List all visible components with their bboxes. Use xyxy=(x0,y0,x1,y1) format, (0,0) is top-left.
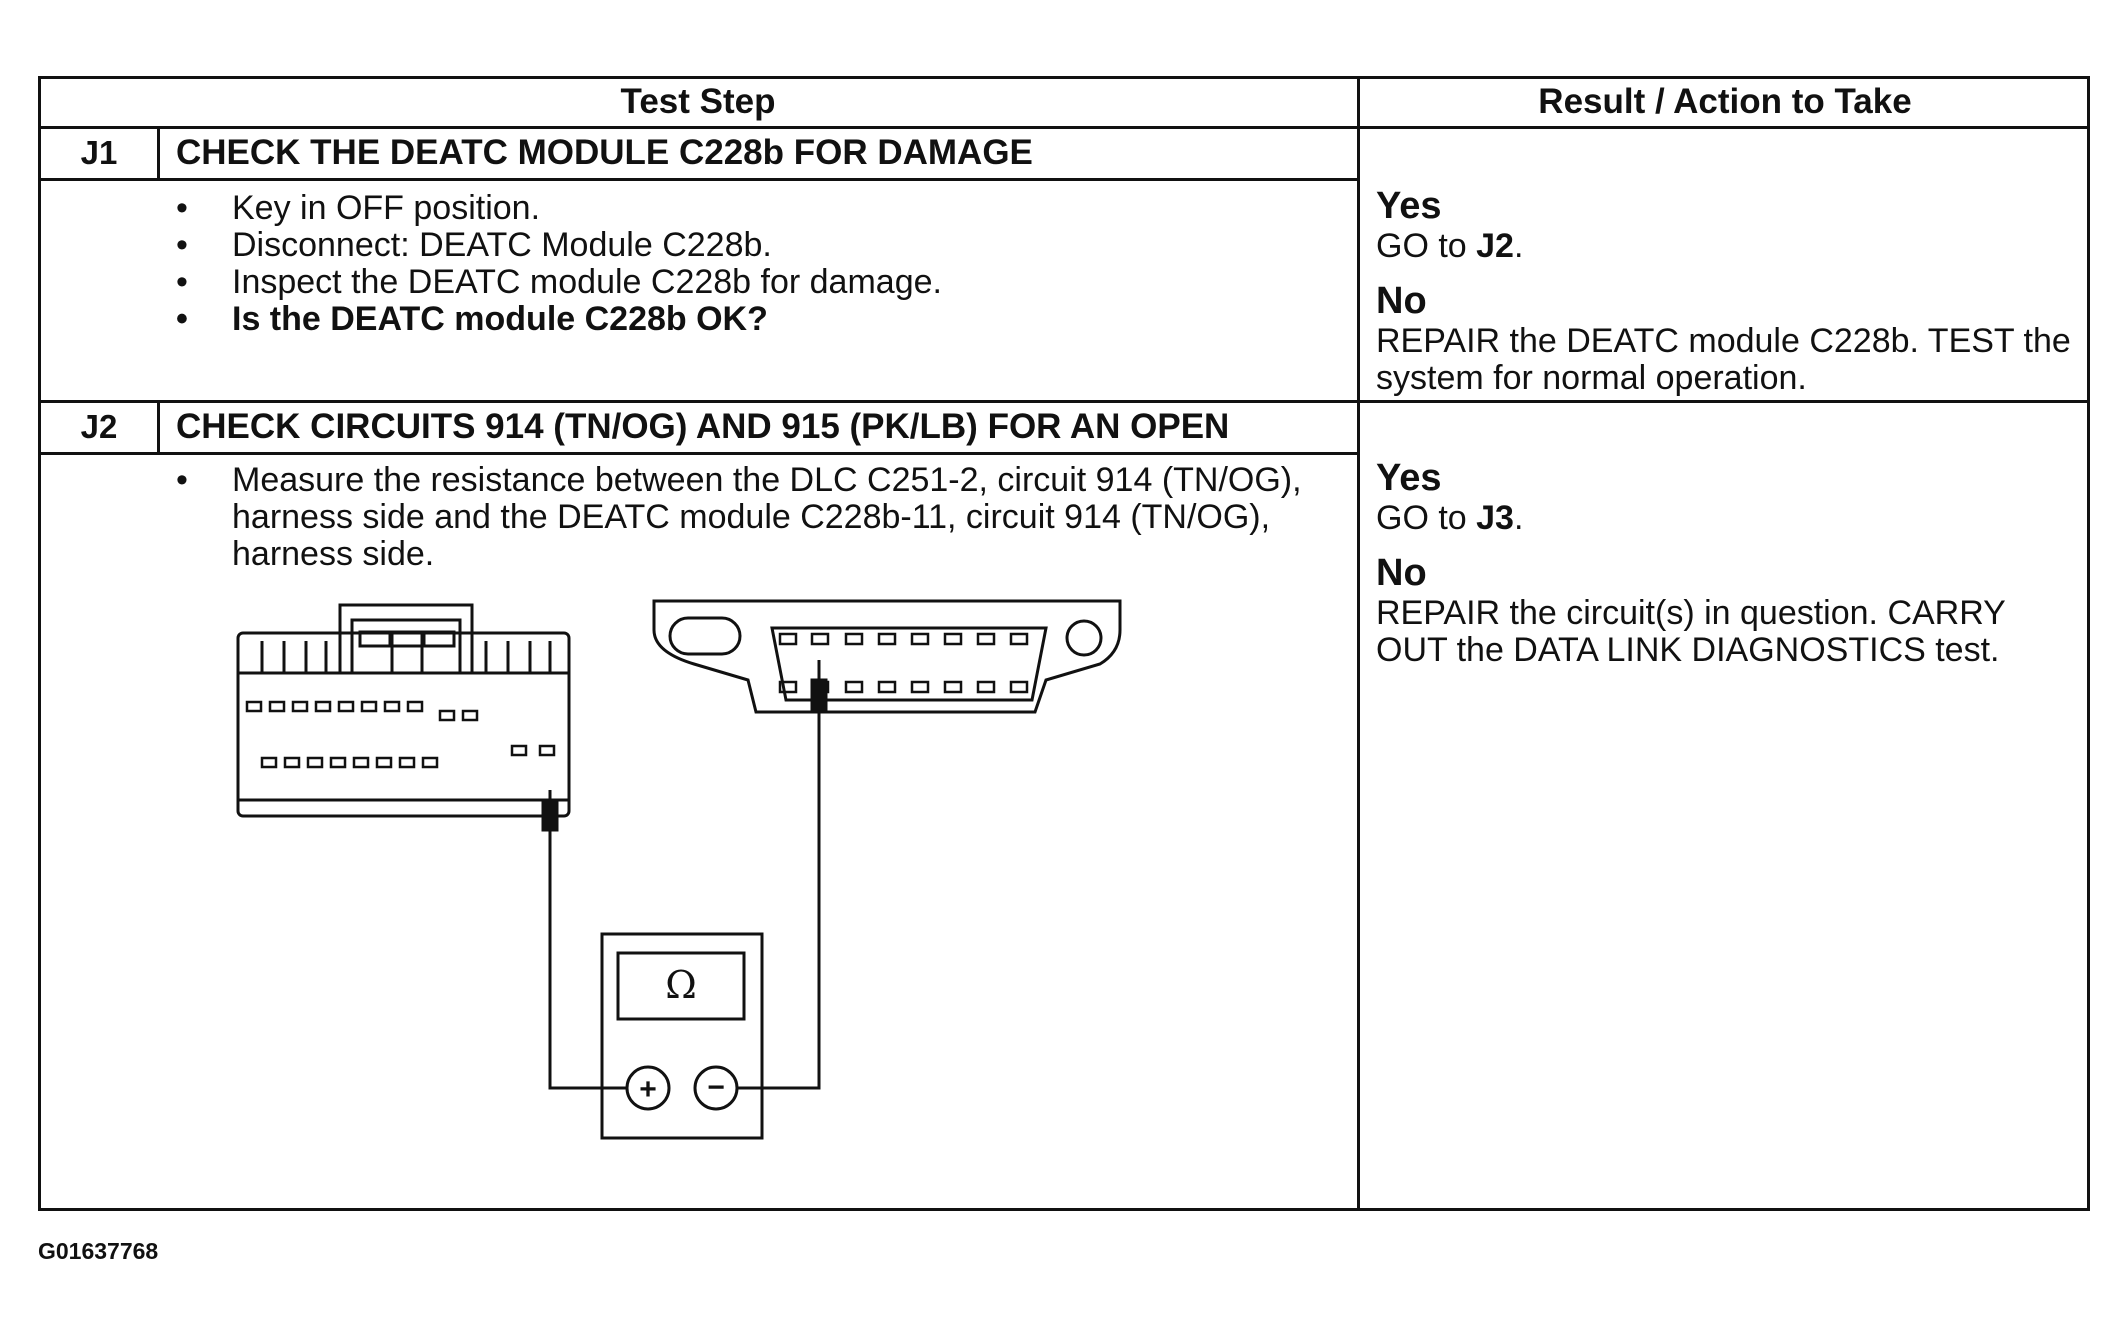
dlc-connector xyxy=(652,599,1122,714)
yes-suffix: . xyxy=(1513,499,1524,537)
rule-j1-id-divider xyxy=(157,126,160,180)
minus-icon: − xyxy=(707,1071,725,1104)
rule-j2-id-divider xyxy=(157,400,160,454)
ohmmeter-omega-icon: Ω xyxy=(665,963,697,1007)
rule-j2-title xyxy=(38,452,1360,455)
header-result-action: Result / Action to Take xyxy=(1538,82,1912,121)
deatc-connector xyxy=(236,603,571,818)
step-j2-result: Yes GO to J3. No REPAIR the circuit(s) i… xyxy=(1376,456,2080,669)
yes-target: J2 xyxy=(1476,227,1514,265)
list-item: Inspect the DEATC module C228b for damag… xyxy=(174,264,1334,302)
result-yes-action: GO to J2. xyxy=(1376,228,2080,265)
dlc-pin-row-lower xyxy=(778,680,1029,694)
test-lead-negative xyxy=(736,660,821,1090)
step-j1-bullets: Key in OFF position. Disconnect: DEATC M… xyxy=(174,190,1334,339)
list-item: Key in OFF position. xyxy=(174,190,1334,228)
dlc-pin-row-upper xyxy=(778,632,1029,646)
list-item: Measure the resistance between the DLC C… xyxy=(174,462,1334,573)
step-j2-id: J2 xyxy=(80,408,118,445)
figure-id: G01637768 xyxy=(38,1238,159,1264)
result-yes-action: GO to J3. xyxy=(1376,500,2080,537)
list-item: Disconnect: DEATC Module C228b. xyxy=(174,227,1334,265)
yes-target: J3 xyxy=(1476,499,1514,537)
step-j1-result: Yes GO to J2. No REPAIR the DEATC module… xyxy=(1376,184,2080,397)
deatc-pin-row-upper xyxy=(245,700,479,722)
rule-j1-end xyxy=(38,400,2090,403)
rule-column-divider xyxy=(1357,76,1360,1211)
test-lead-positive xyxy=(548,790,627,1090)
result-yes-label: Yes xyxy=(1376,457,1442,499)
step-j1-title: CHECK THE DEATC MODULE C228b FOR DAMAGE xyxy=(176,133,1033,172)
ohmmeter: Ω + − xyxy=(600,932,764,1140)
test-step-table xyxy=(38,76,2090,1211)
yes-suffix: . xyxy=(1513,227,1524,265)
rule-header xyxy=(38,126,2090,129)
deatc-pin-row-lower xyxy=(260,744,556,769)
result-yes-label: Yes xyxy=(1376,185,1442,227)
yes-prefix: GO to xyxy=(1376,499,1477,537)
result-no-label: No xyxy=(1376,552,1427,594)
step-j1-id: J1 xyxy=(80,134,118,171)
list-item: Is the DEATC module C228b OK? xyxy=(174,301,1334,339)
rule-j1-title xyxy=(38,178,1360,181)
result-no-label: No xyxy=(1376,280,1427,322)
header-test-step: Test Step xyxy=(620,82,776,121)
yes-prefix: GO to xyxy=(1376,227,1477,265)
result-no-action: REPAIR the DEATC module C228b. TEST the … xyxy=(1376,322,2071,397)
step-j2-bullets: Measure the resistance between the DLC C… xyxy=(174,462,1334,573)
step-j2-title: CHECK CIRCUITS 914 (TN/OG) AND 915 (PK/L… xyxy=(176,407,1230,446)
result-no-action: REPAIR the circuit(s) in question. CARRY… xyxy=(1376,594,2006,669)
plus-icon: + xyxy=(639,1073,657,1106)
